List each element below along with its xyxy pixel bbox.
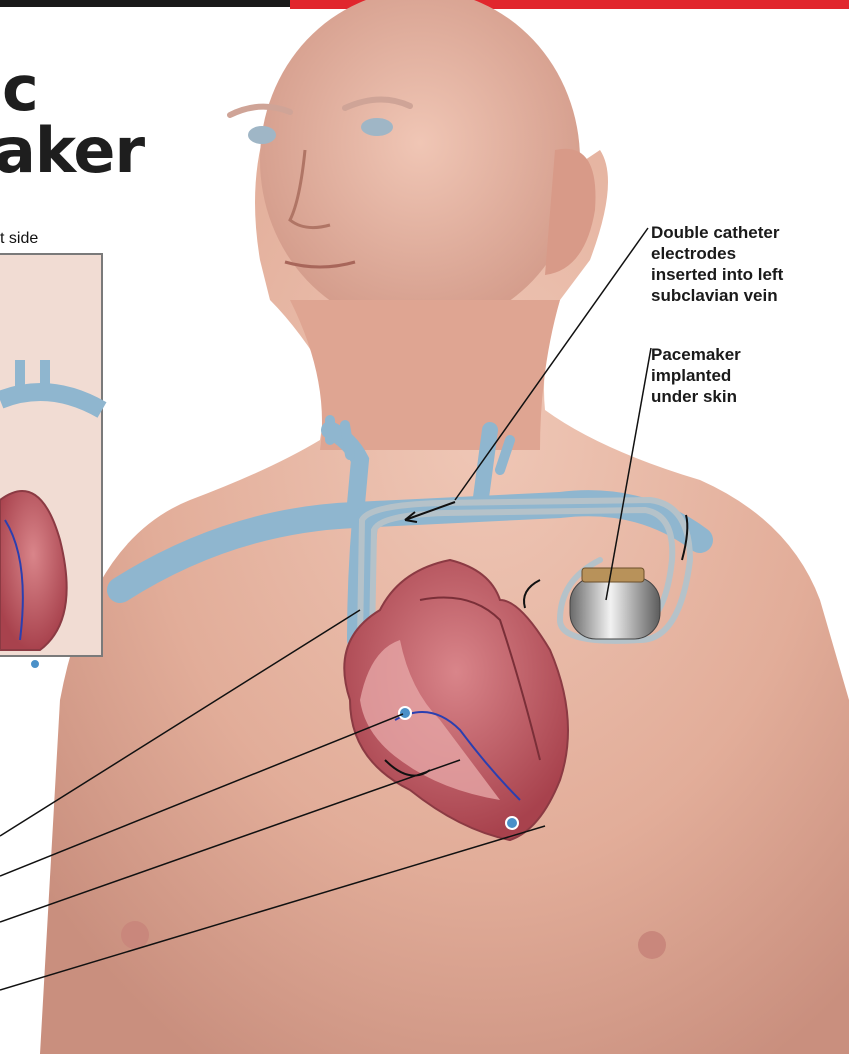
title-line-1: c: [0, 58, 144, 120]
page-title: c aker: [0, 58, 144, 182]
inset-heart-box: [0, 254, 102, 669]
inset-caption: t side: [0, 230, 38, 248]
catheter-label: Double catheter electrodes inserted into…: [651, 222, 783, 306]
title-line-2: aker: [0, 120, 144, 182]
head: [260, 0, 580, 330]
pacemaker-label: Pacemaker implanted under skin: [651, 344, 741, 407]
